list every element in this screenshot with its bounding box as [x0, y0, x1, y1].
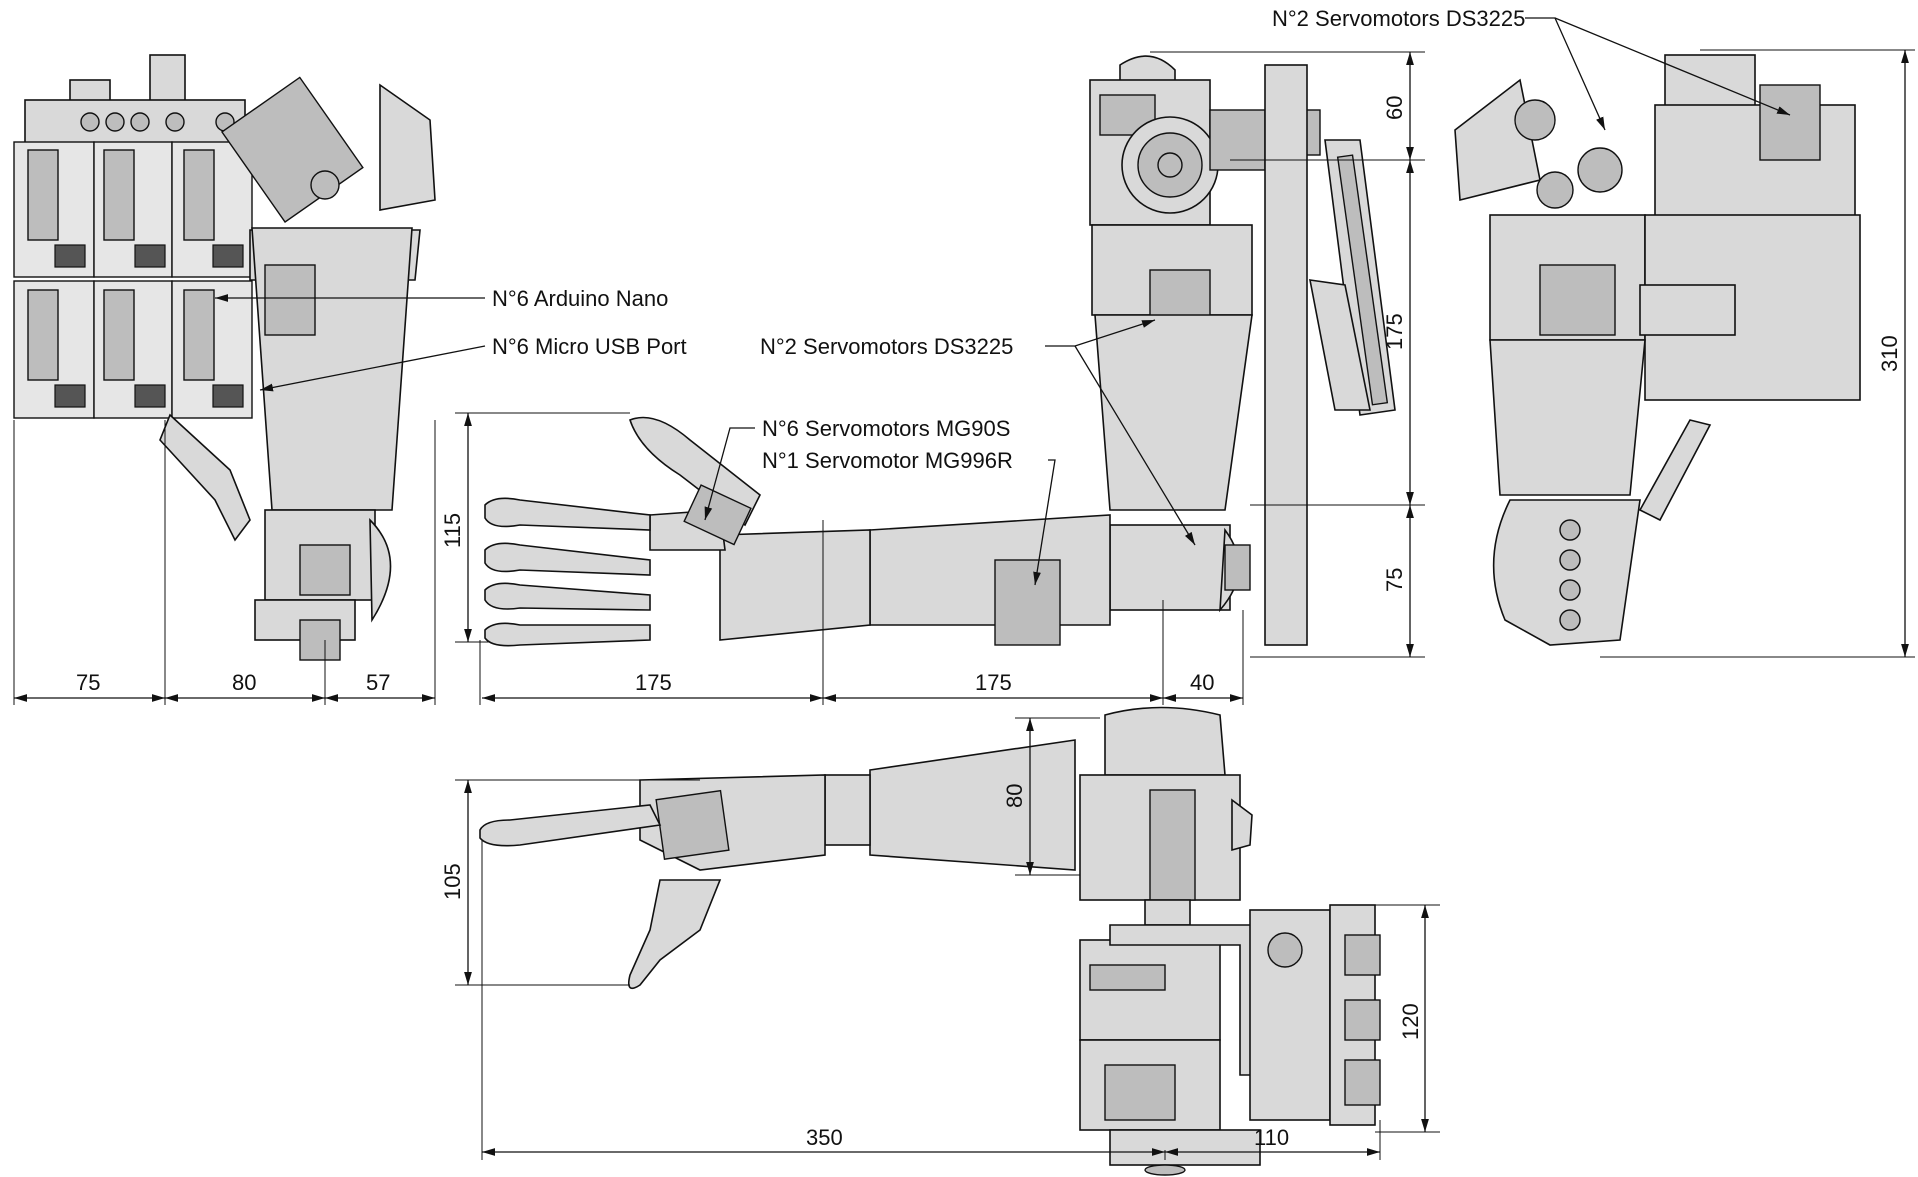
- dim-height-105: 105: [440, 863, 465, 900]
- dim-top-60: 60: [1382, 96, 1407, 120]
- arduino-boards: [13, 141, 253, 419]
- view-side: [484, 55, 1396, 647]
- label-servo-mg996r: N°1 Servomotor MG996R: [762, 448, 1013, 473]
- dim-height-80: 80: [1002, 784, 1027, 808]
- dim-lower-75: 75: [1382, 568, 1407, 592]
- dimension-values: 75 80 57 175 175 40 115 60 175 75 310 80…: [76, 96, 1902, 1150]
- view-left: [13, 54, 436, 661]
- view-bottom: [479, 706, 1381, 1176]
- dim-upper-175: 175: [1382, 313, 1407, 350]
- dim-left-b: 80: [232, 670, 256, 695]
- side-fingers: [484, 416, 762, 647]
- dimension-lines: [13, 49, 1915, 1160]
- dim-height-120: 120: [1398, 1003, 1423, 1040]
- dim-forearm-length: 175: [975, 670, 1012, 695]
- label-servo-ds3225-side: N°2 Servomotors DS3225: [760, 334, 1013, 359]
- dim-length-350: 350: [806, 1125, 843, 1150]
- label-micro-usb: N°6 Micro USB Port: [492, 334, 687, 359]
- callout-leaders: [215, 17, 1791, 586]
- view-right: [1454, 54, 1861, 646]
- dim-length-110: 110: [1254, 1125, 1289, 1150]
- label-servo-ds3225-top: N°2 Servomotors DS3225: [1272, 6, 1525, 31]
- callout-labels: N°6 Arduino Nano N°6 Micro USB Port N°6 …: [492, 6, 1525, 473]
- dim-hand-height: 115: [440, 513, 465, 548]
- dim-total-310: 310: [1877, 335, 1902, 372]
- dim-hand-length: 175: [635, 670, 672, 695]
- dim-elbow-offset: 40: [1190, 670, 1214, 695]
- label-arduino-nano: N°6 Arduino Nano: [492, 286, 668, 311]
- dim-left-a: 75: [76, 670, 100, 695]
- dim-left-c: 57: [366, 670, 390, 695]
- label-servo-mg90s: N°6 Servomotors MG90S: [762, 416, 1010, 441]
